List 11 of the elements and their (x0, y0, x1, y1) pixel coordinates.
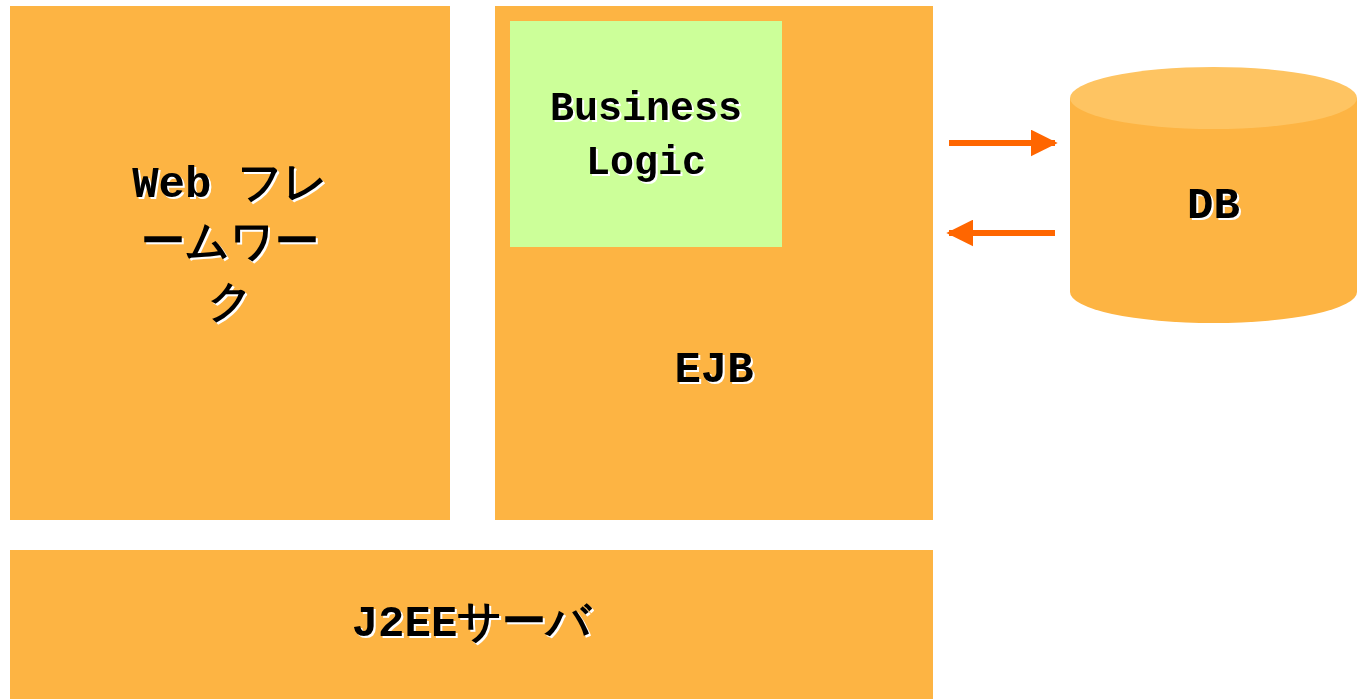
node-label: Web フレームワーク (131, 159, 329, 331)
component-box (510, 21, 782, 247)
node-label: DB (1186, 180, 1241, 233)
component-box (495, 6, 933, 520)
arrow (946, 219, 1055, 247)
component-box (10, 6, 450, 520)
arrow (949, 129, 1058, 157)
node-label: Business Logic (549, 86, 743, 188)
node-label: J2EEサーバ (350, 598, 593, 651)
node-label: EJB (673, 344, 755, 397)
server-bar (10, 550, 933, 699)
